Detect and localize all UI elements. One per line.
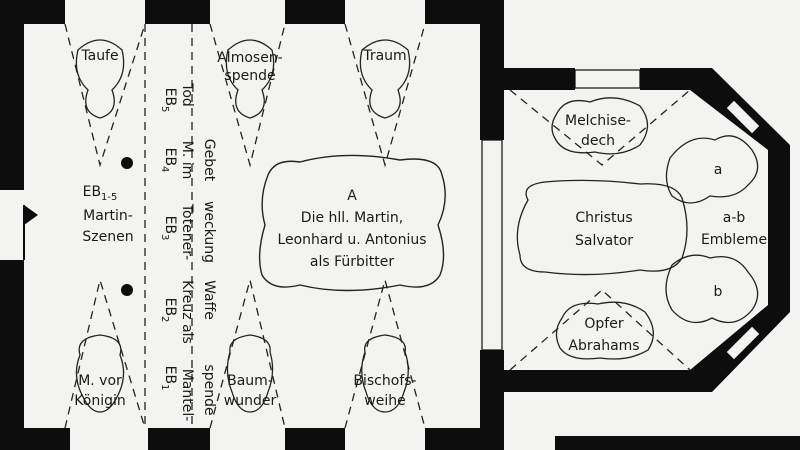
label-baum-2: wunder xyxy=(224,393,277,409)
nave-bottom-wall-segment xyxy=(148,428,210,450)
label-taufe: Taufe xyxy=(80,48,118,64)
adjoining-wall xyxy=(555,436,800,450)
choir-dashed-lines xyxy=(509,89,691,371)
strip-totener: Totener- xyxy=(179,203,195,260)
label-martin-1: Martin- xyxy=(83,208,133,224)
nave-left-wall xyxy=(0,0,24,190)
cartouche-taufe xyxy=(75,39,125,119)
windows xyxy=(481,69,761,361)
chancel-opening xyxy=(481,139,503,351)
nave-left-wall xyxy=(0,260,24,450)
eb4-label: EB4 xyxy=(159,148,178,173)
label-emblem-1: a-b xyxy=(723,210,746,226)
label-opfer-2: Abrahams xyxy=(568,338,639,354)
eb3-label: EB3 xyxy=(159,216,178,241)
choir-top-wall xyxy=(640,68,690,90)
label-christus-1: Christus xyxy=(575,210,632,226)
cartouche-a xyxy=(665,135,759,204)
nave-dashed-lines xyxy=(64,23,426,429)
cartouche-b xyxy=(665,254,759,324)
cartouche-almosen xyxy=(225,39,275,119)
label-baum-1: Baum- xyxy=(227,373,273,389)
apse-window xyxy=(725,99,761,135)
label-b: b xyxy=(714,284,723,300)
nave-cartouches xyxy=(75,39,411,413)
eb1-label: EB1 xyxy=(159,366,178,391)
choir-bottom-wall xyxy=(500,370,690,392)
strip-kreuz: Kreuz als xyxy=(179,280,195,344)
column-dot xyxy=(121,157,133,169)
cartouche-koenigin xyxy=(75,334,125,413)
cartouche-traum xyxy=(359,39,411,119)
label-melchisedech-1: Melchise- xyxy=(565,113,631,129)
cartouche-opfer xyxy=(555,301,654,360)
center-label-3: als Fürbitter xyxy=(310,254,394,270)
nave-bottom-wall-segment xyxy=(425,428,485,450)
label-christus-2: Salvator xyxy=(575,233,633,249)
label-martin-2: Szenen xyxy=(82,229,133,245)
center-label-2: Leonhard u. Antonius xyxy=(277,232,426,248)
column-dot xyxy=(121,284,133,296)
label-bischof-1: Bischofs- xyxy=(353,373,416,389)
nave-top-wall-segment xyxy=(285,0,345,24)
entrance-door xyxy=(0,190,38,260)
label-melchisedech-2: dech xyxy=(581,133,615,149)
center-label-1: Die hll. Martin, xyxy=(301,210,403,226)
label-opfer-1: Opfer xyxy=(584,316,623,332)
center-label-0: A xyxy=(347,188,357,204)
label-almosen-1: Almosen- xyxy=(217,50,283,66)
strip-m-im: M. im xyxy=(179,141,195,180)
cartouche-baum xyxy=(226,334,274,413)
nave-bottom-wall-segment xyxy=(285,428,345,450)
label-bischof-2: weihe xyxy=(364,393,405,409)
choir-cartouches xyxy=(516,97,759,360)
strip-weckung: weckung xyxy=(201,201,217,263)
cartouche-christus xyxy=(516,179,688,276)
label-eb-martin: EB1-5 xyxy=(83,184,118,203)
nave-top-wall-segment xyxy=(145,0,210,24)
strip-tod: Tod xyxy=(179,82,195,107)
eb5-label: EB5 xyxy=(159,88,178,113)
choir-top-wall xyxy=(500,68,575,90)
apse-window xyxy=(725,325,761,361)
cartouche-melchisedech xyxy=(551,97,649,155)
label-emblem-2: Embleme xyxy=(701,232,767,248)
label-koenigin-2: Königin xyxy=(74,393,125,409)
strip-spende: spende xyxy=(201,364,217,415)
choir-window xyxy=(574,69,641,89)
strip-gebet: Gebet xyxy=(201,139,217,182)
cartouche-bischof xyxy=(361,334,409,413)
label-traum: Traum xyxy=(362,48,406,64)
apse-end-wall xyxy=(768,150,790,310)
strip-waffe: Waffe xyxy=(201,280,217,320)
central-cartouche xyxy=(258,154,446,292)
label-a: a xyxy=(714,162,723,178)
eb2-label: EB2 xyxy=(159,298,178,323)
label-almosen-2: spende xyxy=(224,68,275,84)
chancel-arch-wall xyxy=(480,350,504,450)
label-koenigin-1: M. vor xyxy=(78,373,122,389)
strip-mantel: Mantel- xyxy=(179,369,195,422)
